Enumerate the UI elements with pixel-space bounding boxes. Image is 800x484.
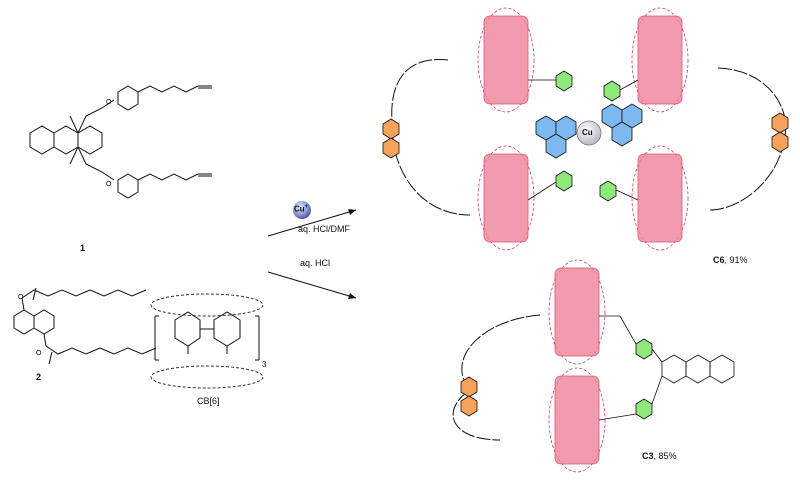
c3-label: C3, 85% [642, 451, 677, 461]
compound-2-structure [13, 287, 157, 365]
cb6-structure [150, 293, 264, 389]
cu-badge-text: Cu+ [294, 204, 309, 214]
compound-2-label: 2 [36, 372, 42, 382]
c6-structure [382, 7, 789, 251]
compound-1-label: 1 [80, 243, 86, 253]
compound-2-o-top: O [18, 294, 24, 301]
cb6-label: CB[6] [197, 396, 220, 406]
compound-1-o-top: O [106, 99, 112, 106]
cb6-subscript: 3 [262, 360, 267, 369]
cu-ion-badge [293, 201, 311, 219]
c6-label: C6, 91% [713, 255, 748, 265]
reaction-top-condition: aq. HCl/DMF [298, 224, 351, 234]
compound-1-o-bottom: O [106, 181, 112, 188]
arrow-bottom [267, 271, 357, 299]
cu-center-label: Cu [582, 128, 593, 137]
reaction-bottom-condition: aq. HCl [300, 258, 331, 268]
arrow-top [267, 209, 357, 237]
c3-structure [452, 259, 735, 473]
compound-2-o-bottom: O [36, 350, 42, 357]
compound-1-structure [29, 85, 212, 199]
